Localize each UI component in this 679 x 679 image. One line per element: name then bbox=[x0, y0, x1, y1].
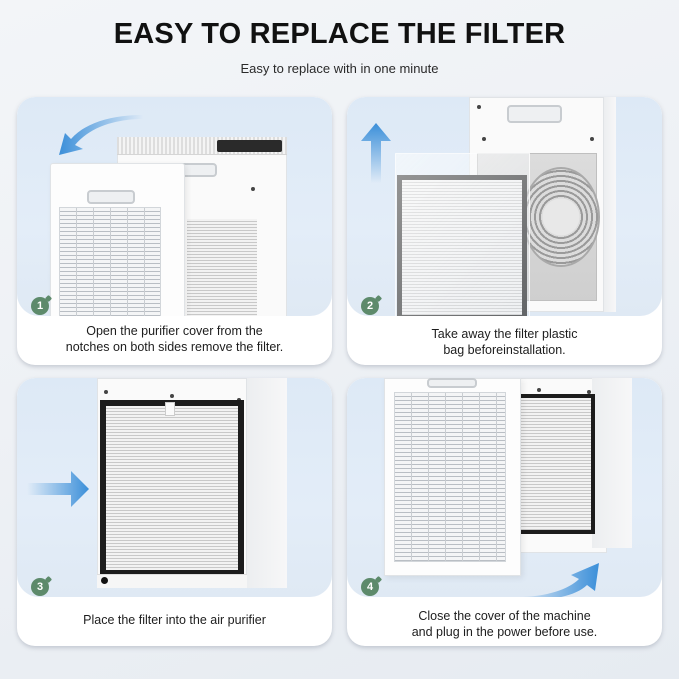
step-badge-4: 4 bbox=[361, 578, 379, 596]
step-2-caption: Take away the filter plastic bag beforei… bbox=[347, 326, 662, 358]
step-card-2: 2 Take away the filter plastic bag befor… bbox=[347, 97, 662, 365]
step-1-photo bbox=[17, 97, 332, 316]
page-subtitle: Easy to replace with in one minute bbox=[240, 61, 439, 76]
step-1-caption-line1: Open the purifier cover from the bbox=[86, 324, 263, 338]
screw-dot bbox=[482, 137, 486, 141]
fan-grille bbox=[522, 167, 600, 267]
step-1-caption: Open the purifier cover from the notches… bbox=[17, 323, 332, 355]
page-title: EASY TO REPLACE THE FILTER bbox=[113, 18, 566, 50]
screw-dot bbox=[537, 388, 541, 392]
power-port bbox=[101, 577, 108, 584]
purifier-side bbox=[247, 378, 287, 588]
step-card-4: 4 Close the cover of the machine and plu… bbox=[347, 378, 662, 646]
step-4-photo bbox=[347, 378, 662, 597]
step-2-photo bbox=[347, 97, 662, 316]
cover-handle bbox=[427, 378, 477, 388]
curved-arrow-right-icon bbox=[517, 563, 599, 597]
step-3-caption: Place the filter into the air purifier bbox=[17, 612, 332, 628]
step-4-caption-line2: and plug in the power before use. bbox=[411, 625, 598, 639]
cover-grille bbox=[59, 207, 161, 316]
step-4-caption-line1: Close the cover of the machine bbox=[418, 609, 591, 623]
screw-dot bbox=[104, 390, 108, 394]
step-2-caption-line1: Take away the filter plastic bbox=[431, 327, 578, 341]
step-badge-1: 1 bbox=[31, 297, 49, 315]
plastic-bag bbox=[395, 153, 530, 316]
filter-pull-tab bbox=[165, 402, 175, 416]
step-badge-3: 3 bbox=[31, 578, 49, 596]
step-2-caption-line2: bag beforeinstallation. bbox=[443, 343, 566, 357]
arrow-up-icon bbox=[361, 123, 391, 183]
filter-media bbox=[106, 406, 238, 570]
purifier-side bbox=[604, 97, 616, 312]
screw-dot bbox=[477, 105, 481, 109]
screw-dot bbox=[590, 137, 594, 141]
step-card-1: 1 Open the purifier cover from the notch… bbox=[17, 97, 332, 365]
step-1-caption-line2: notches on both sides remove the filter. bbox=[65, 340, 284, 354]
step-3-caption-line1: Place the filter into the air purifier bbox=[83, 613, 266, 627]
screw-dot bbox=[170, 394, 174, 398]
purifier-side bbox=[592, 378, 632, 548]
screw-dot bbox=[251, 187, 255, 191]
base-plate bbox=[97, 574, 247, 588]
step-badge-2: 2 bbox=[361, 297, 379, 315]
body-handle bbox=[507, 105, 562, 123]
step-3-photo bbox=[17, 378, 332, 597]
step-card-3: 3 Place the filter into the air purifier bbox=[17, 378, 332, 646]
inner-filter bbox=[187, 219, 257, 316]
curved-arrow-left-icon bbox=[59, 115, 143, 155]
step-4-caption: Close the cover of the machine and plug … bbox=[347, 608, 662, 640]
cover-grille bbox=[394, 392, 506, 562]
arrow-right-icon bbox=[27, 471, 89, 507]
screw-dot bbox=[587, 390, 591, 394]
filter-media bbox=[521, 398, 591, 530]
cover-handle bbox=[87, 190, 135, 204]
control-panel bbox=[217, 140, 282, 152]
